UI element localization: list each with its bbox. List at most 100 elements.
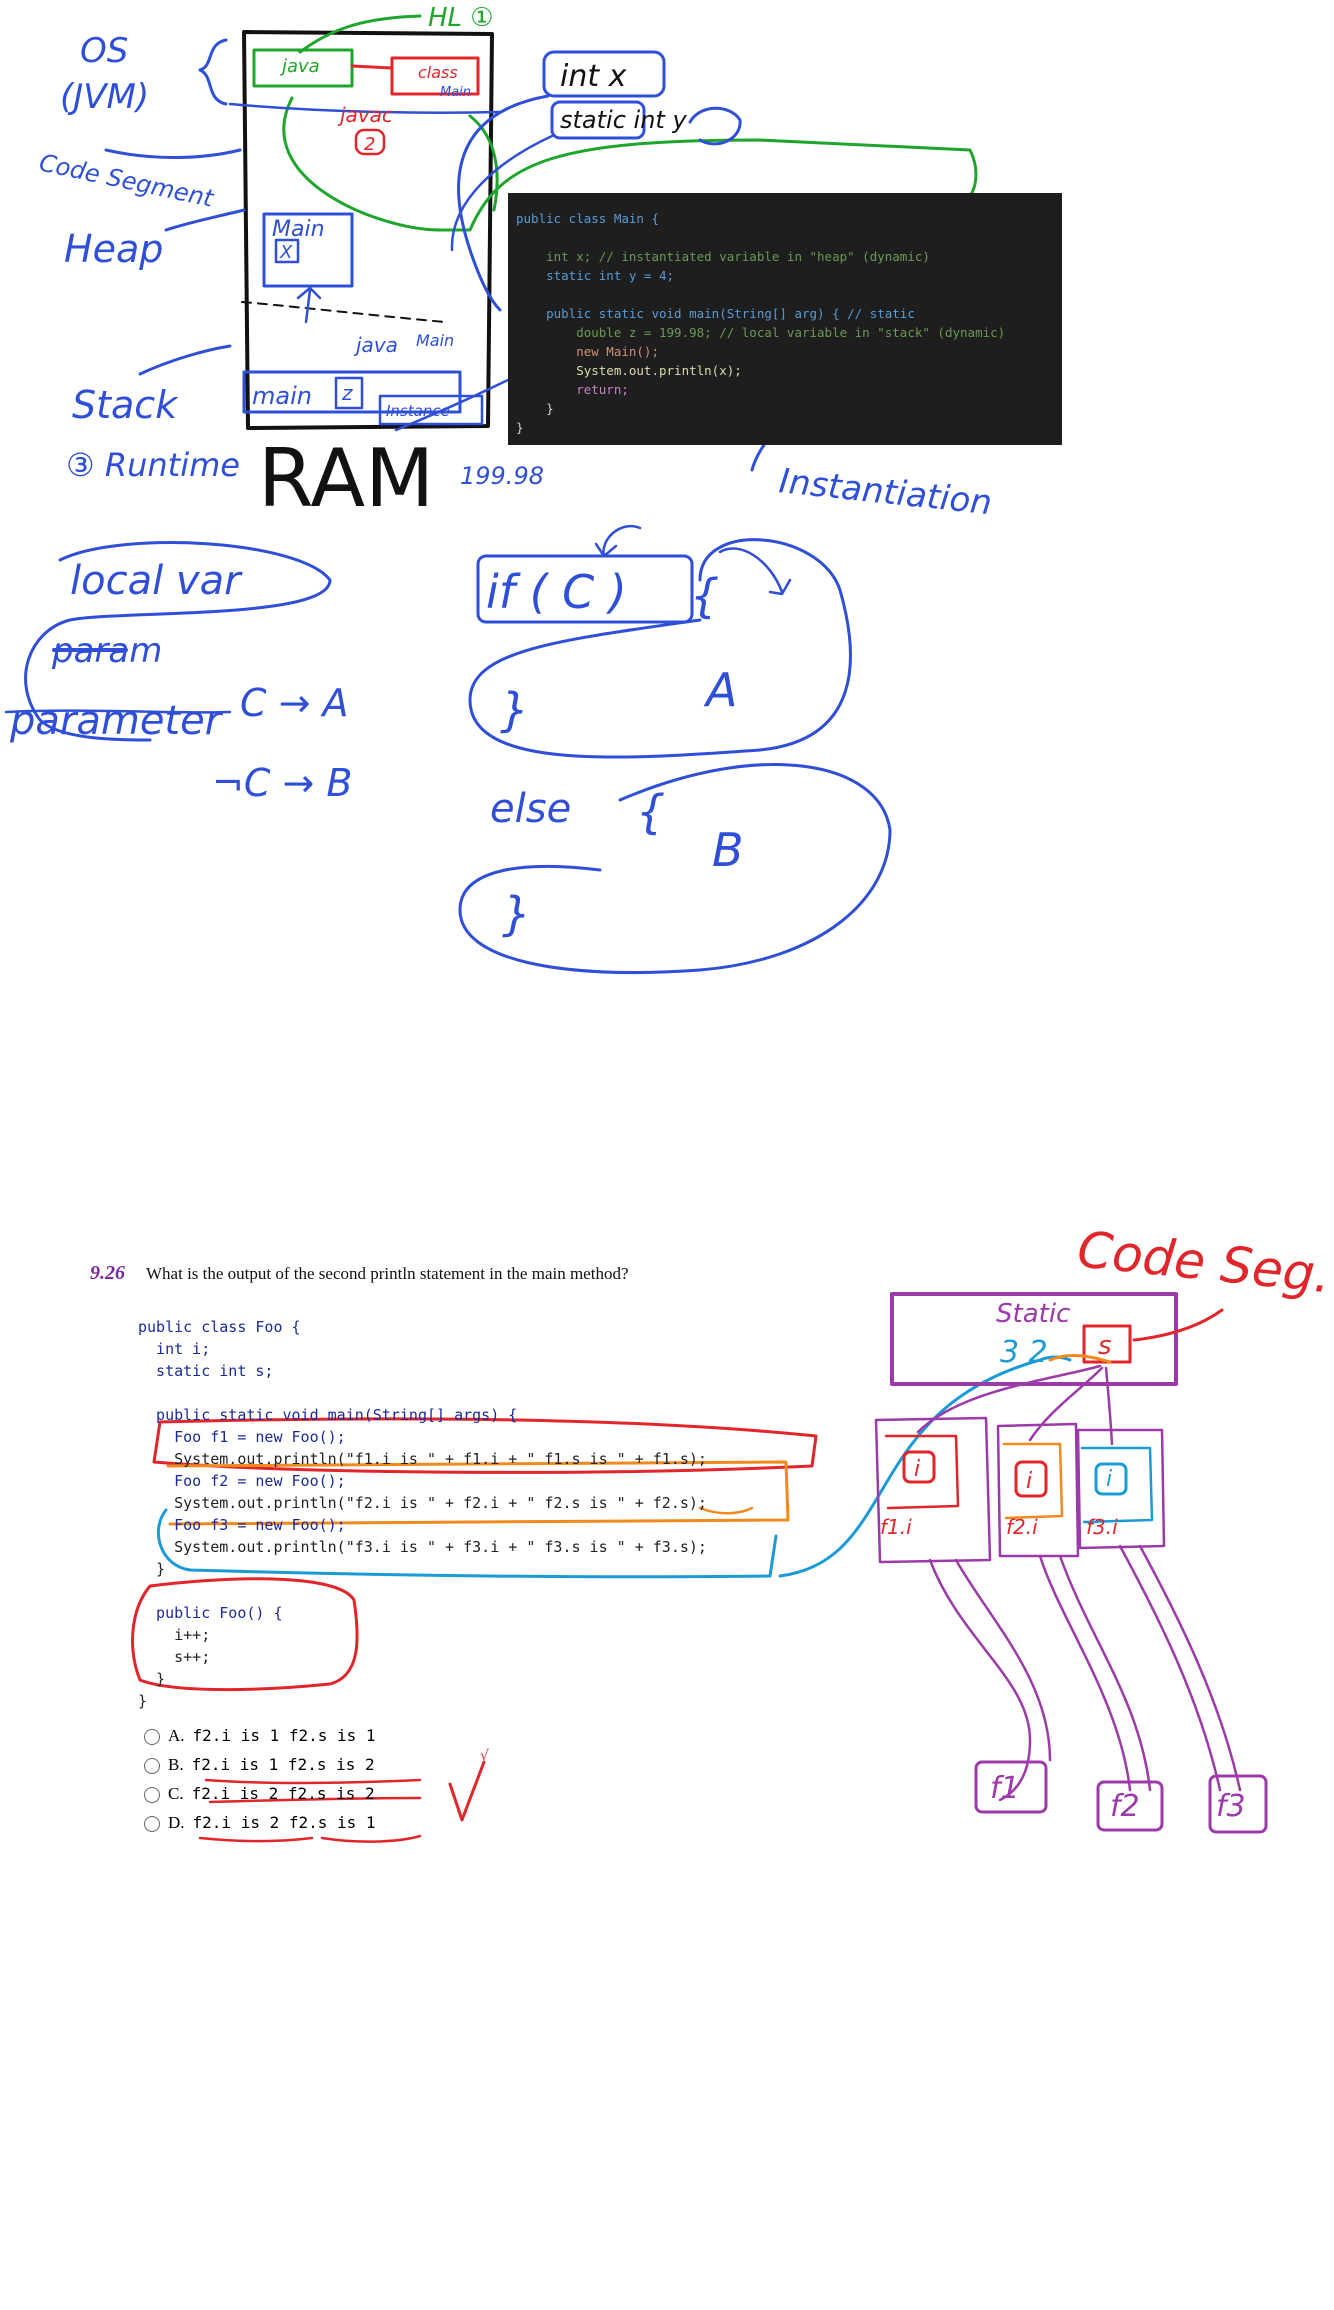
code-panel: public class Main { int x; // instantiat… <box>508 193 1062 445</box>
ref-f1b <box>954 1558 1052 1762</box>
purple-link-3 <box>1104 1366 1114 1446</box>
jvm-label: (JVM) <box>60 77 149 117</box>
stack-arrow <box>138 344 232 376</box>
stack-instance-box <box>378 394 484 426</box>
code-seg-arrow-red <box>1132 1308 1224 1342</box>
obj-f3-body <box>1080 1446 1154 1524</box>
option-text: f2.i is 2 f2.s is 2 <box>191 1784 375 1803</box>
parameter-underline <box>4 709 232 714</box>
code-panel-line: } <box>516 401 554 416</box>
y-link <box>450 134 554 252</box>
radio-button[interactable] <box>144 1758 160 1775</box>
purple-frame-3 <box>1076 1428 1166 1550</box>
radio-button[interactable] <box>144 1816 160 1833</box>
ref-f2 <box>1038 1554 1132 1792</box>
answer-option[interactable]: D.f2.i is 2 f2.s is 1 <box>144 1813 376 1833</box>
ref-f1-label: f1 <box>990 1771 1020 1806</box>
jvm-brace <box>198 38 228 106</box>
option-b-underline <box>204 1778 422 1785</box>
ref-box-f1 <box>974 1760 1048 1814</box>
java-top-label: java <box>279 56 320 77</box>
heap-x-box <box>274 238 300 264</box>
heap-main-box <box>262 212 354 288</box>
branch-a-blob <box>468 538 852 759</box>
code-seg-arrow <box>104 148 242 159</box>
option-letter: A. <box>168 1726 185 1745</box>
option-text: f2.i is 2 f2.s is 1 <box>192 1813 376 1832</box>
question-code-line: s++; <box>138 1648 211 1666</box>
brace-open-1: { <box>690 569 719 623</box>
answer-option[interactable]: A. f2.i is 1 f2.s is 1 <box>144 1726 376 1746</box>
class-label: class <box>418 63 458 82</box>
obj-f3-i-box <box>1094 1462 1128 1496</box>
stack-label: Stack <box>72 383 179 427</box>
radio-button[interactable] <box>144 1729 160 1746</box>
code-panel-line: public class Main { <box>516 211 659 226</box>
local-var-label: local var <box>70 558 243 604</box>
heap-up-arrow <box>296 286 322 324</box>
ref-f2-label: f2 <box>1110 1789 1140 1824</box>
obj-f2-i: i <box>1026 1469 1032 1494</box>
ref-f3b <box>1138 1544 1242 1792</box>
f3-lines-box <box>156 1508 778 1579</box>
value-19998-label: 199.98 <box>460 462 544 490</box>
obj-f1-body <box>884 1434 960 1510</box>
code-panel-line: double z = 199.98; // local variable in … <box>516 325 1006 340</box>
not-c-to-b-label: ¬C → B <box>212 761 352 805</box>
question-code-line: public static void main(String[] args) { <box>138 1406 518 1424</box>
ref-f1 <box>928 1558 1032 1802</box>
instantiation-label: Instantiation <box>777 461 994 523</box>
question-code-line: } <box>138 1692 148 1710</box>
static-increment-orange <box>1048 1354 1112 1364</box>
question-code-line: } <box>138 1670 166 1688</box>
obj-f1-i: i <box>914 1457 920 1482</box>
code-panel-line: new Main(); <box>516 344 659 359</box>
javac-label: javac <box>337 103 393 127</box>
question-code-line: static int s; <box>138 1362 274 1380</box>
f1-lines-box <box>152 1417 818 1474</box>
c-to-a-label: C → A <box>240 681 349 725</box>
ref-box-f3 <box>1208 1774 1268 1834</box>
option-text: f2.i is 1 f2.s is 2 <box>191 1755 375 1774</box>
stack-instance-label: Instance <box>386 402 450 420</box>
ref-f3 <box>1118 1544 1222 1792</box>
purple-frame-1 <box>874 1416 992 1564</box>
option-text: f2.i is 1 f2.s is 1 <box>192 1726 376 1745</box>
green-main-arrow <box>468 114 499 212</box>
y-circle <box>688 106 742 146</box>
class-file-box <box>390 56 480 96</box>
code-seg-label: Code Seg. <box>1075 1220 1334 1304</box>
code-panel-line: System.out.println(x); <box>516 363 742 378</box>
radio-button[interactable] <box>144 1787 160 1804</box>
javac-arrow <box>350 64 394 70</box>
main-mid-label: Main <box>416 331 454 350</box>
else-label: else <box>490 786 571 832</box>
static-label: Static <box>996 1299 1070 1329</box>
javac-num: 2 <box>364 134 375 155</box>
code-panel-line: static int y = 4; <box>516 268 675 283</box>
hl-green-line <box>298 14 422 54</box>
javac-num-box <box>354 128 386 156</box>
if-c-label: if ( C ) <box>486 565 627 619</box>
question-code-line: Foo f2 = new Foo(); <box>138 1472 346 1490</box>
code-panel-line: public static void main(String[] arg) { … <box>516 306 915 321</box>
question-code-line: System.out.println("f1.i is " + f1.i + "… <box>138 1450 707 1468</box>
brace-close-2: } <box>502 887 531 941</box>
f2-lines-box <box>166 1460 790 1526</box>
runtime-label: ③ Runtime <box>66 446 240 484</box>
heap-x-label: X <box>279 242 293 263</box>
question-text: What is the output of the second println… <box>146 1264 629 1283</box>
code-panel-line: } <box>516 420 524 435</box>
answer-option[interactable]: B. f2.i is 1 f2.s is 2 <box>144 1755 375 1775</box>
os-label: OS <box>80 31 128 71</box>
question-code-line: System.out.println("f2.i is " + f2.i + "… <box>138 1494 707 1512</box>
f3-i-label: f3.i <box>1086 1515 1118 1539</box>
static-int-y-label: static int y <box>560 106 687 134</box>
stack-z-label: z <box>341 381 353 405</box>
purple-link-2 <box>1028 1366 1104 1442</box>
answer-option[interactable]: C.f2.i is 2 f2.s is 2 <box>144 1784 375 1804</box>
option-letter: B. <box>168 1755 184 1774</box>
f2-s-underline <box>698 1506 754 1515</box>
f3-to-static-arrow <box>778 1355 1072 1578</box>
if-condition-box <box>476 554 694 624</box>
